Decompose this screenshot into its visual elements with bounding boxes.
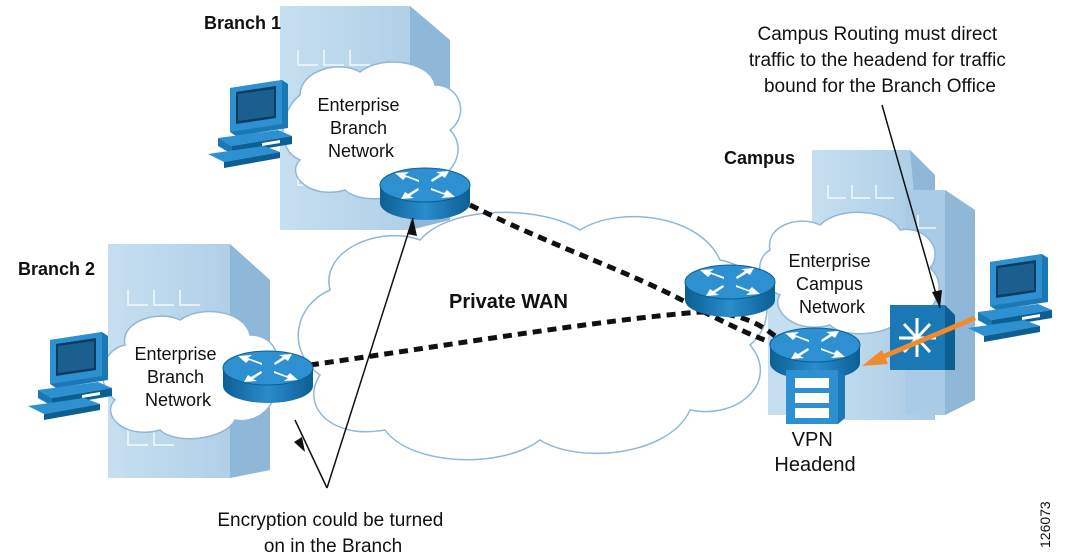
vpn-headend-label: VPN Headend [774,429,855,476]
campus-routing-callout: Campus Routing must direct traffic to th… [749,24,1011,97]
branch2-router-icon [222,350,314,404]
figure-id: 126073 [1037,501,1053,548]
branch1-network-label: Enterprise Branch Network [317,95,404,161]
branch2-network-label: Enterprise Branch Network [134,344,221,410]
vpn-tunnels [309,202,801,368]
branch1-pc-icon [208,80,292,168]
wan-edge-router-icon [684,264,776,318]
branch2-pc-icon [28,332,112,420]
branch1-cloud [282,61,462,200]
branch2-cloud [101,310,278,440]
private-wan-label: Private WAN [449,291,568,313]
private-wan-cloud [297,211,768,461]
branch1-label: Branch 1 [204,13,281,33]
callout-lines [294,104,941,489]
campus-pc-icon [968,254,1052,342]
callout-arrowhead [932,290,942,308]
branch1-router-icon [379,167,471,221]
campus-network-label: Enterprise Campus Network [788,251,875,317]
encryption-callout: Encryption could be turned on in the Bra… [217,510,448,557]
campus-label: Campus [724,148,795,168]
callout-arrowhead [407,218,417,236]
callout-arrowhead [294,437,305,452]
branch2-label: Branch 2 [18,259,95,279]
vpn-concentrator-icon [786,370,845,424]
traffic-redirect-arrow [862,315,976,366]
